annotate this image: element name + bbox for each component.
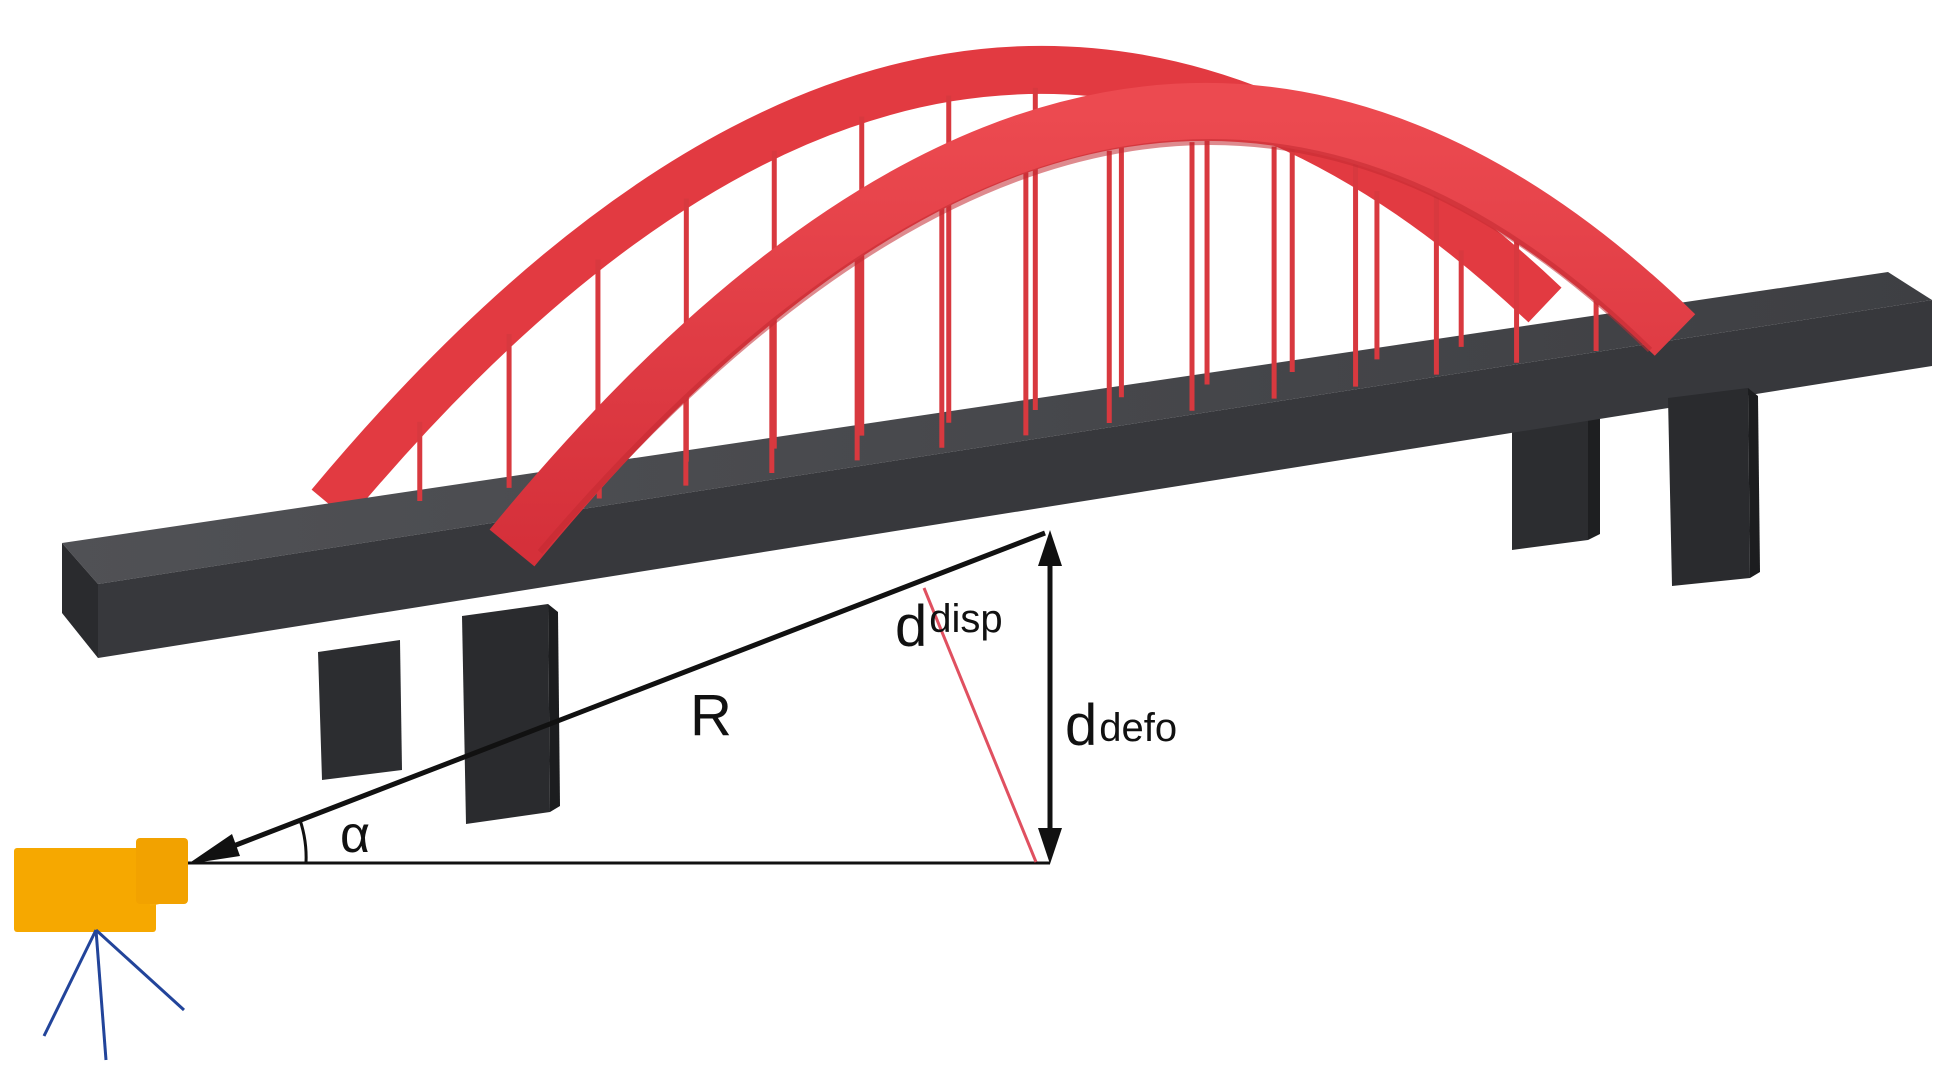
front-left-pier-back (318, 640, 402, 780)
front-arch (489, 82, 1696, 567)
range-line (204, 530, 1046, 860)
deformation-arrowhead-bottom (1038, 828, 1062, 864)
front-right-pier (1668, 388, 1760, 586)
range-arrowhead (188, 834, 240, 864)
tripod-icon (42, 928, 186, 1061)
back-right-pier (1512, 410, 1600, 550)
displacement-line (922, 587, 1038, 863)
front-left-pier (462, 604, 560, 824)
camera-icon (14, 838, 188, 932)
displacement-label: ddisp (895, 594, 1003, 659)
deformation-label: ddefo (1065, 693, 1177, 758)
angle-arc (298, 819, 308, 864)
measurement-geometry (188, 530, 1062, 865)
angle-label: α (340, 806, 370, 864)
deformation-arrowhead-top (1038, 530, 1062, 566)
range-label: R (690, 683, 732, 748)
